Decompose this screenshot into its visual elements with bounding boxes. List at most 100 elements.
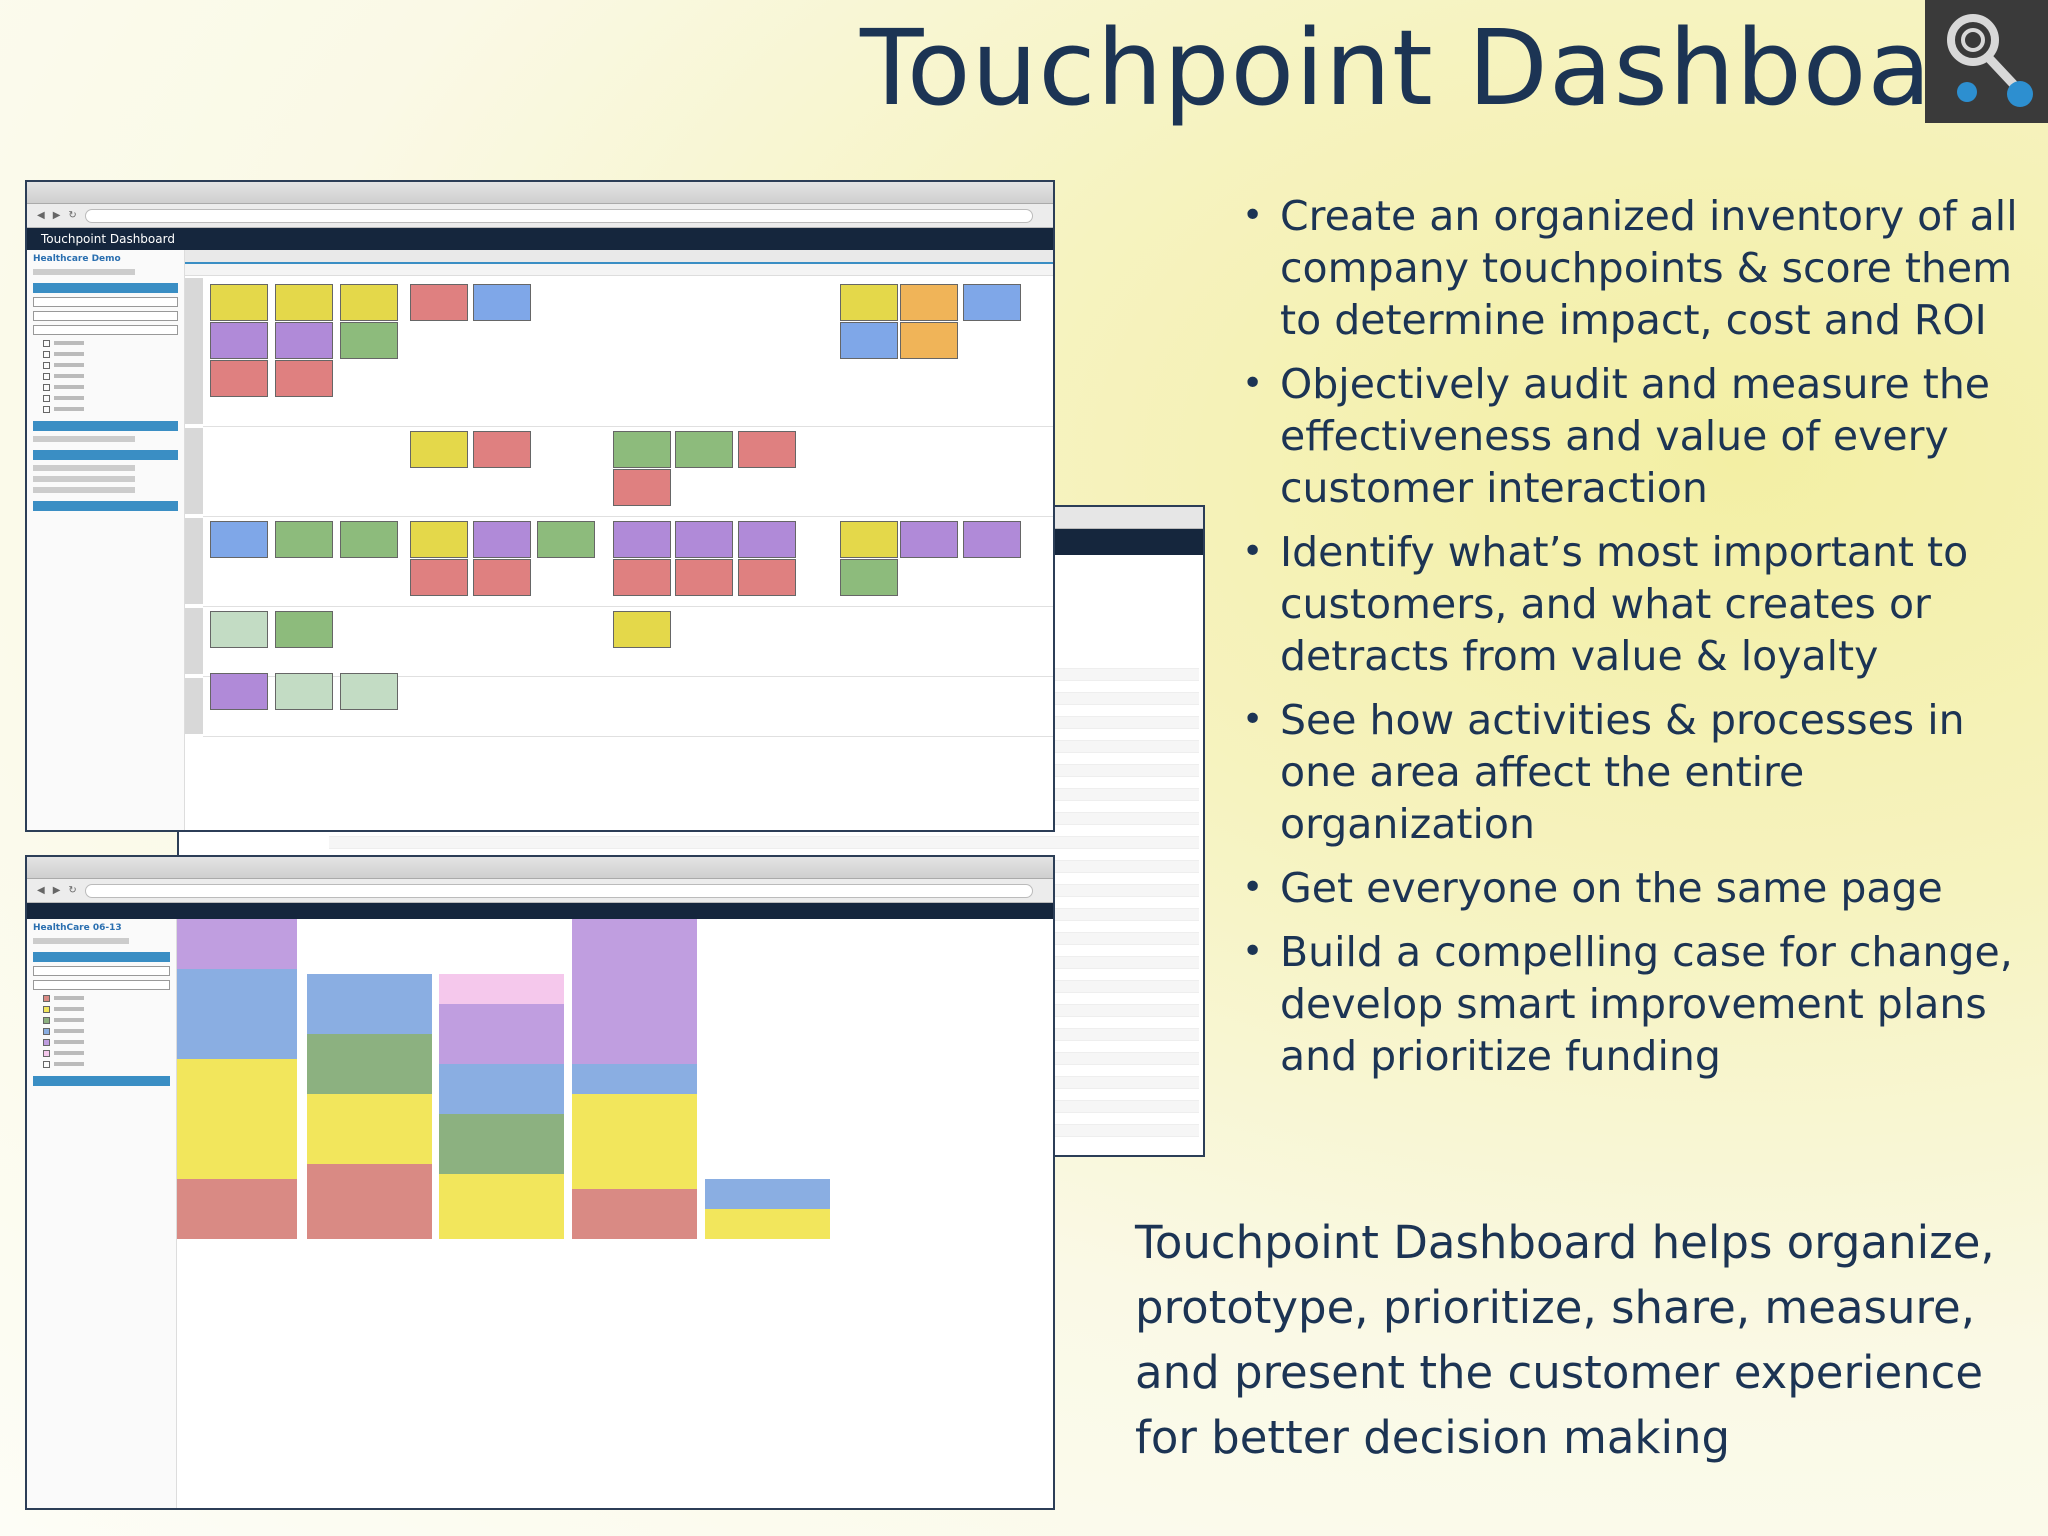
filter-checkbox[interactable] xyxy=(43,383,178,391)
touchpoint-card[interactable] xyxy=(613,431,671,468)
bullet-item: •Get everyone on the same page xyxy=(1242,864,1943,912)
touchpoint-card[interactable] xyxy=(340,322,398,359)
filter-checkbox[interactable] xyxy=(43,1027,170,1035)
touchpoint-card[interactable] xyxy=(340,673,398,710)
colors-select[interactable] xyxy=(33,325,178,335)
touchpoint-card[interactable] xyxy=(963,284,1021,321)
reload-icon[interactable]: ↻ xyxy=(68,885,77,896)
filter-checkbox[interactable] xyxy=(43,1060,170,1068)
touchpoint-card[interactable] xyxy=(340,521,398,558)
filter-checkbox[interactable] xyxy=(43,394,178,402)
back-arrow-icon[interactable]: ◀ xyxy=(37,885,45,896)
stickers-section[interactable] xyxy=(33,450,178,460)
browser-tabs xyxy=(27,182,1053,204)
reload-icon[interactable]: ↻ xyxy=(68,210,77,221)
touchpoint-card[interactable] xyxy=(473,284,531,321)
settings-section[interactable] xyxy=(33,283,178,293)
touchpoint-card[interactable] xyxy=(473,521,531,558)
touchpoint-card[interactable] xyxy=(410,559,468,596)
url-bar[interactable] xyxy=(84,208,1033,223)
touchpoint-card[interactable] xyxy=(410,431,468,468)
bar-segment xyxy=(307,974,432,1034)
forward-arrow-icon[interactable]: ▶ xyxy=(52,885,61,896)
map-area xyxy=(185,250,1053,830)
touchpoint-card[interactable] xyxy=(275,611,333,648)
touchpoint-card[interactable] xyxy=(537,521,595,558)
table-row[interactable] xyxy=(329,837,1199,849)
chart-settings-section[interactable] xyxy=(33,952,170,962)
bar-segment xyxy=(572,1064,697,1094)
touchpoint-card[interactable] xyxy=(275,521,333,558)
columns-select[interactable] xyxy=(33,297,178,307)
sidebar-subtitle xyxy=(33,269,135,275)
filter-line xyxy=(33,436,135,442)
touchpoint-card[interactable] xyxy=(675,559,733,596)
touchpoint-card[interactable] xyxy=(613,521,671,558)
touchpoint-card[interactable] xyxy=(210,521,268,558)
sidebar-title: HealthCare 06-13 xyxy=(33,923,122,933)
touchpoint-card[interactable] xyxy=(410,521,468,558)
touchpoint-grid xyxy=(185,278,1053,830)
touchpoint-card[interactable] xyxy=(840,521,898,558)
touchpoint-card[interactable] xyxy=(900,322,958,359)
browser-toolbar: ◀ ▶ ↻ xyxy=(27,204,1053,228)
touchpoint-card[interactable] xyxy=(410,284,468,321)
rows-select[interactable] xyxy=(33,311,178,321)
filter-checkbox[interactable] xyxy=(43,1049,170,1057)
touchpoint-card[interactable] xyxy=(275,322,333,359)
filter-checkbox[interactable] xyxy=(43,1005,170,1013)
parking-lot-section[interactable] xyxy=(33,501,178,511)
filter-checkbox[interactable] xyxy=(43,361,178,369)
filter-checkbox[interactable] xyxy=(43,339,178,347)
view-tabs[interactable] xyxy=(185,250,1053,264)
touchpoint-card[interactable] xyxy=(275,673,333,710)
touchpoint-card[interactable] xyxy=(613,469,671,506)
category-select[interactable] xyxy=(33,980,170,990)
filter-checkbox[interactable] xyxy=(43,1038,170,1046)
touchpoint-card[interactable] xyxy=(613,611,671,648)
touchpoint-card[interactable] xyxy=(900,521,958,558)
filters-section[interactable] xyxy=(33,1076,170,1086)
touchpoint-card[interactable] xyxy=(963,521,1021,558)
lane-divider xyxy=(203,606,1053,607)
touchpoint-card[interactable] xyxy=(210,322,268,359)
axis-select[interactable] xyxy=(33,966,170,976)
feature-bullet-list: •Create an organized inventory of all co… xyxy=(1240,190,2030,1094)
touchpoint-card[interactable] xyxy=(473,559,531,596)
touchpoint-card[interactable] xyxy=(738,431,796,468)
touchpoint-card[interactable] xyxy=(840,559,898,596)
touchpoint-card[interactable] xyxy=(613,559,671,596)
touchpoint-card[interactable] xyxy=(210,284,268,321)
url-bar[interactable] xyxy=(84,883,1033,898)
touchpoint-card[interactable] xyxy=(675,431,733,468)
bar-segment xyxy=(177,1059,297,1179)
touchpoint-card[interactable] xyxy=(675,521,733,558)
forward-arrow-icon[interactable]: ▶ xyxy=(52,210,61,221)
touchpoint-card[interactable] xyxy=(473,431,531,468)
touchpoint-card[interactable] xyxy=(210,673,268,710)
bar-segment xyxy=(307,1164,432,1239)
bullet-item: •See how activities & processes in one a… xyxy=(1242,696,1965,848)
touchpoint-card[interactable] xyxy=(340,284,398,321)
filter-checkbox[interactable] xyxy=(43,1016,170,1024)
touchpoint-card[interactable] xyxy=(840,284,898,321)
filter-checkbox[interactable] xyxy=(43,350,178,358)
filter-checkbox[interactable] xyxy=(43,405,178,413)
back-arrow-icon[interactable]: ◀ xyxy=(37,210,45,221)
lane-divider xyxy=(203,676,1053,677)
bar-segment xyxy=(439,1064,564,1114)
touchpoint-card[interactable] xyxy=(275,284,333,321)
bar-segment xyxy=(439,1114,564,1174)
touchpoint-card[interactable] xyxy=(900,284,958,321)
sidebar-title: Healthcare Demo xyxy=(33,254,121,264)
filter-checkbox[interactable] xyxy=(43,372,178,380)
touchpoint-card[interactable] xyxy=(738,521,796,558)
touchpoint-card[interactable] xyxy=(210,611,268,648)
touchpoint-card[interactable] xyxy=(840,322,898,359)
touchpoint-card[interactable] xyxy=(210,360,268,397)
filters-section[interactable] xyxy=(33,421,178,431)
touchpoint-card[interactable] xyxy=(275,360,333,397)
touchpoint-card[interactable] xyxy=(738,559,796,596)
filter-checkbox[interactable] xyxy=(43,994,170,1002)
sticker-line xyxy=(33,465,135,471)
